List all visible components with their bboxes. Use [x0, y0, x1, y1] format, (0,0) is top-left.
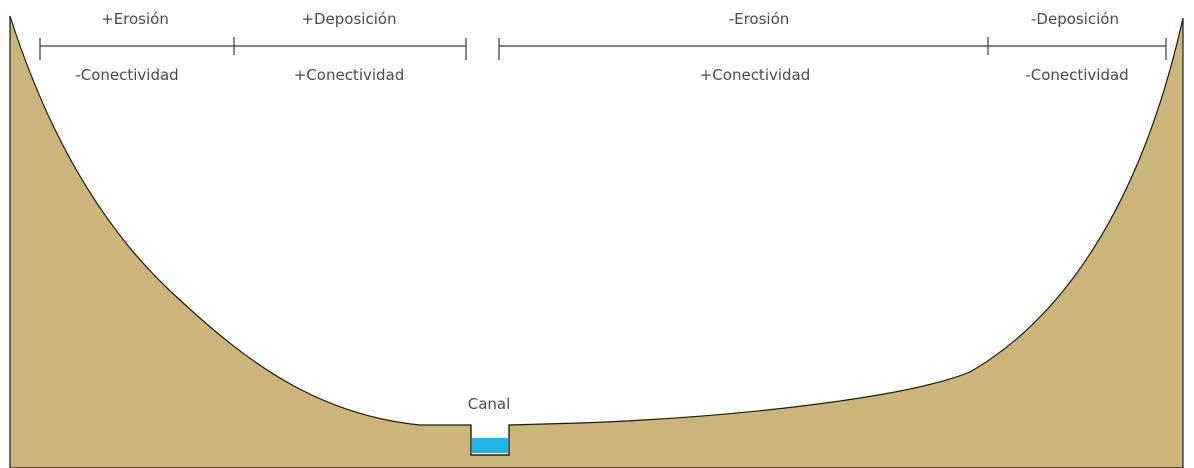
valley-terrain	[9, 15, 1184, 468]
zone-4-top-label: -Deposición	[1031, 10, 1119, 28]
zone-3-top-label: -Erosión	[729, 10, 790, 28]
channel-water	[472, 438, 508, 453]
channel-label: Canal	[468, 395, 511, 413]
zone-1-bottom-label: -Conectividad	[75, 66, 178, 84]
zone-2-bottom-label: +Conectividad	[294, 66, 405, 84]
zone-2-top-label: +Deposición	[301, 10, 396, 28]
zone-1-top-label: +Erosión	[101, 10, 169, 28]
channel-outline	[470, 425, 510, 456]
zone-4-bottom-label: -Conectividad	[1025, 66, 1128, 84]
zone-3-bottom-label: +Conectividad	[700, 66, 811, 84]
